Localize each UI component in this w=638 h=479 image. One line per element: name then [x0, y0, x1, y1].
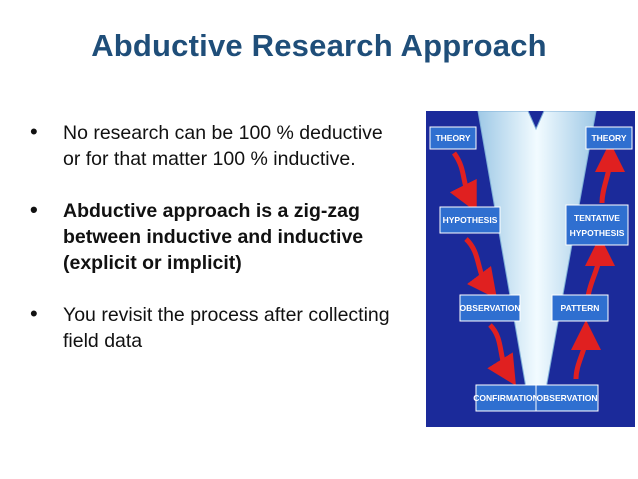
box-tentative-hypothesis: TENTATIVE HYPOTHESIS	[565, 204, 629, 246]
slide-title: Abductive Research Approach	[91, 28, 547, 63]
box-observation-right: OBSERVATION	[535, 384, 599, 412]
arrow-icon	[594, 142, 625, 204]
box-confirmation: CONFIRMATION	[473, 384, 539, 412]
box-hypothesis-left: HYPOTHESIS	[439, 206, 501, 234]
arrow-icon	[449, 151, 477, 213]
arrow-icon	[487, 323, 516, 386]
bullet-dot: •	[30, 197, 38, 222]
bullet-text: You revisit the process after collecting…	[63, 304, 390, 352]
bullet-item: • Abductive approach is a zig-zag betwee…	[30, 197, 400, 276]
v-diagram-svg: THEORY HYPOTHESIS OBSERVATION CONFIRMATI…	[429, 111, 633, 412]
bullet-list: • No research can be 100 % deductive or …	[30, 119, 400, 380]
bullet-text: Abductive approach is a zig-zag between …	[63, 200, 364, 274]
box-label: OBSERVATION	[460, 303, 521, 313]
bullet-text: No research can be 100 % deductive or fo…	[63, 122, 383, 170]
bullet-item: • No research can be 100 % deductive or …	[30, 119, 400, 172]
box-observation-left: OBSERVATION	[459, 294, 521, 322]
arrow-icon	[464, 237, 497, 300]
arrow-icon	[584, 236, 615, 298]
box-label: THEORY	[591, 133, 626, 143]
bullet-dot: •	[30, 301, 38, 326]
box-label: HYPOTHESIS	[443, 215, 498, 225]
box-label: PATTERN	[561, 303, 600, 313]
box-pattern: PATTERN	[551, 294, 609, 322]
box-label: TENTATIVE	[574, 213, 620, 223]
box-theory-right: THEORY	[585, 126, 633, 150]
box-label: HYPOTHESIS	[570, 228, 625, 238]
box-label: OBSERVATION	[537, 393, 598, 403]
arrow-icon	[570, 320, 601, 380]
v-diagram: THEORY HYPOTHESIS OBSERVATION CONFIRMATI…	[426, 111, 635, 427]
bullet-dot: •	[30, 119, 38, 144]
bullet-item: • You revisit the process after collecti…	[30, 301, 400, 354]
box-label: CONFIRMATION	[473, 393, 538, 403]
box-theory-left: THEORY	[429, 126, 477, 150]
box-label: THEORY	[435, 133, 470, 143]
